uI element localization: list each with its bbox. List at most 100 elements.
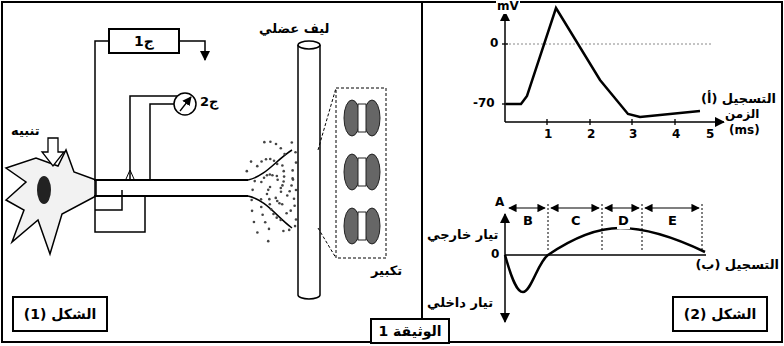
dot <box>253 180 256 183</box>
electrode <box>150 104 174 179</box>
receptor-channels <box>344 100 380 244</box>
dot <box>282 180 285 183</box>
dot <box>269 158 272 161</box>
electrode-tip <box>126 170 134 179</box>
box-text: الوثيقة 1 <box>379 323 442 339</box>
dot <box>288 229 291 232</box>
dot <box>268 228 271 231</box>
dot <box>251 210 254 213</box>
structure-label: ليف عضلي <box>258 22 330 37</box>
dot <box>280 187 283 190</box>
y-axis <box>504 12 506 122</box>
dot <box>272 213 275 216</box>
recording-label: التسجيل (ب) <box>694 258 780 273</box>
dot <box>282 230 285 233</box>
dot <box>267 240 270 243</box>
current-label: تيار داخلي <box>426 296 494 311</box>
dot <box>280 147 283 150</box>
dot <box>281 203 284 206</box>
dot <box>290 141 293 144</box>
axis-unit: (ms) <box>728 124 761 138</box>
axis-value: 0 <box>490 248 500 262</box>
dot <box>276 178 279 181</box>
phase-letter: A <box>494 196 505 210</box>
box-text: الشكل (2) <box>684 306 756 322</box>
dot <box>263 176 266 179</box>
figure-label-box: الشكل (2) <box>672 296 768 332</box>
dot <box>283 175 286 178</box>
dot <box>291 169 294 172</box>
document-label-box: الوثيقة 1 <box>370 318 450 344</box>
dot <box>253 221 256 224</box>
dot <box>276 163 279 166</box>
dot <box>285 212 288 215</box>
dot <box>274 197 277 200</box>
dot <box>269 141 272 144</box>
dot <box>295 218 298 221</box>
dot <box>294 151 297 154</box>
axon-terminal <box>248 196 292 228</box>
meter-label: ج2 <box>199 95 219 110</box>
dot <box>256 165 259 168</box>
dot <box>251 189 254 192</box>
dot <box>275 216 278 219</box>
tick-label: 3 <box>628 128 638 142</box>
dot <box>260 160 263 163</box>
nucleus <box>37 176 51 204</box>
phase-letter: E <box>667 214 678 229</box>
action-potential-curve <box>506 8 700 117</box>
neurotransmitter-dots <box>246 141 298 243</box>
axis-unit: mV <box>496 0 520 14</box>
box-text: الشكل (1) <box>24 306 96 322</box>
dot <box>281 184 284 187</box>
stimulus-arrow <box>42 138 64 166</box>
dot <box>263 141 266 144</box>
phase-letter: D <box>617 214 630 229</box>
zero-line <box>505 254 706 255</box>
galvanometer-needle <box>180 97 191 111</box>
muscle-fiber <box>319 45 321 295</box>
dot <box>266 193 269 196</box>
dot <box>250 160 253 163</box>
panel-divider <box>421 2 423 342</box>
dot <box>275 143 278 146</box>
dot <box>293 204 296 207</box>
axis-value: 0 <box>489 37 499 51</box>
dot <box>246 170 249 173</box>
axon-membrane <box>94 179 248 181</box>
dot <box>276 200 279 203</box>
figure-label-box: الشكل (1) <box>12 296 108 332</box>
oscilloscope-box: ج1 <box>108 28 180 54</box>
x-axis <box>505 121 724 123</box>
zoom-box <box>336 88 386 258</box>
dot <box>264 221 267 224</box>
dot <box>266 174 269 177</box>
phase-boundary <box>548 204 702 252</box>
dot <box>260 198 263 201</box>
dot <box>295 161 298 164</box>
dot <box>250 199 253 202</box>
dot <box>276 175 279 178</box>
axon-terminal <box>248 150 292 180</box>
dot <box>293 198 296 201</box>
zoom-label: تكبير <box>370 264 403 279</box>
phase-arrow <box>509 207 699 208</box>
dot <box>288 190 291 193</box>
zoom-line <box>318 228 336 258</box>
zero-line <box>505 44 712 45</box>
dot <box>290 184 293 187</box>
tick-label: 1 <box>543 128 553 142</box>
recording-label: التسجيل (أ) <box>700 92 777 107</box>
dot <box>283 153 286 156</box>
y-axis <box>504 214 506 322</box>
stimulus-label: تنبيه <box>10 124 41 139</box>
dot <box>289 209 292 212</box>
dot <box>260 181 263 184</box>
muscle-fiber <box>298 295 320 299</box>
dot <box>256 231 259 234</box>
recording-wire <box>95 190 122 210</box>
current-curve <box>505 228 705 292</box>
dot <box>294 225 297 228</box>
box-text: ج1 <box>134 33 154 49</box>
phase-letter: C <box>570 214 582 229</box>
